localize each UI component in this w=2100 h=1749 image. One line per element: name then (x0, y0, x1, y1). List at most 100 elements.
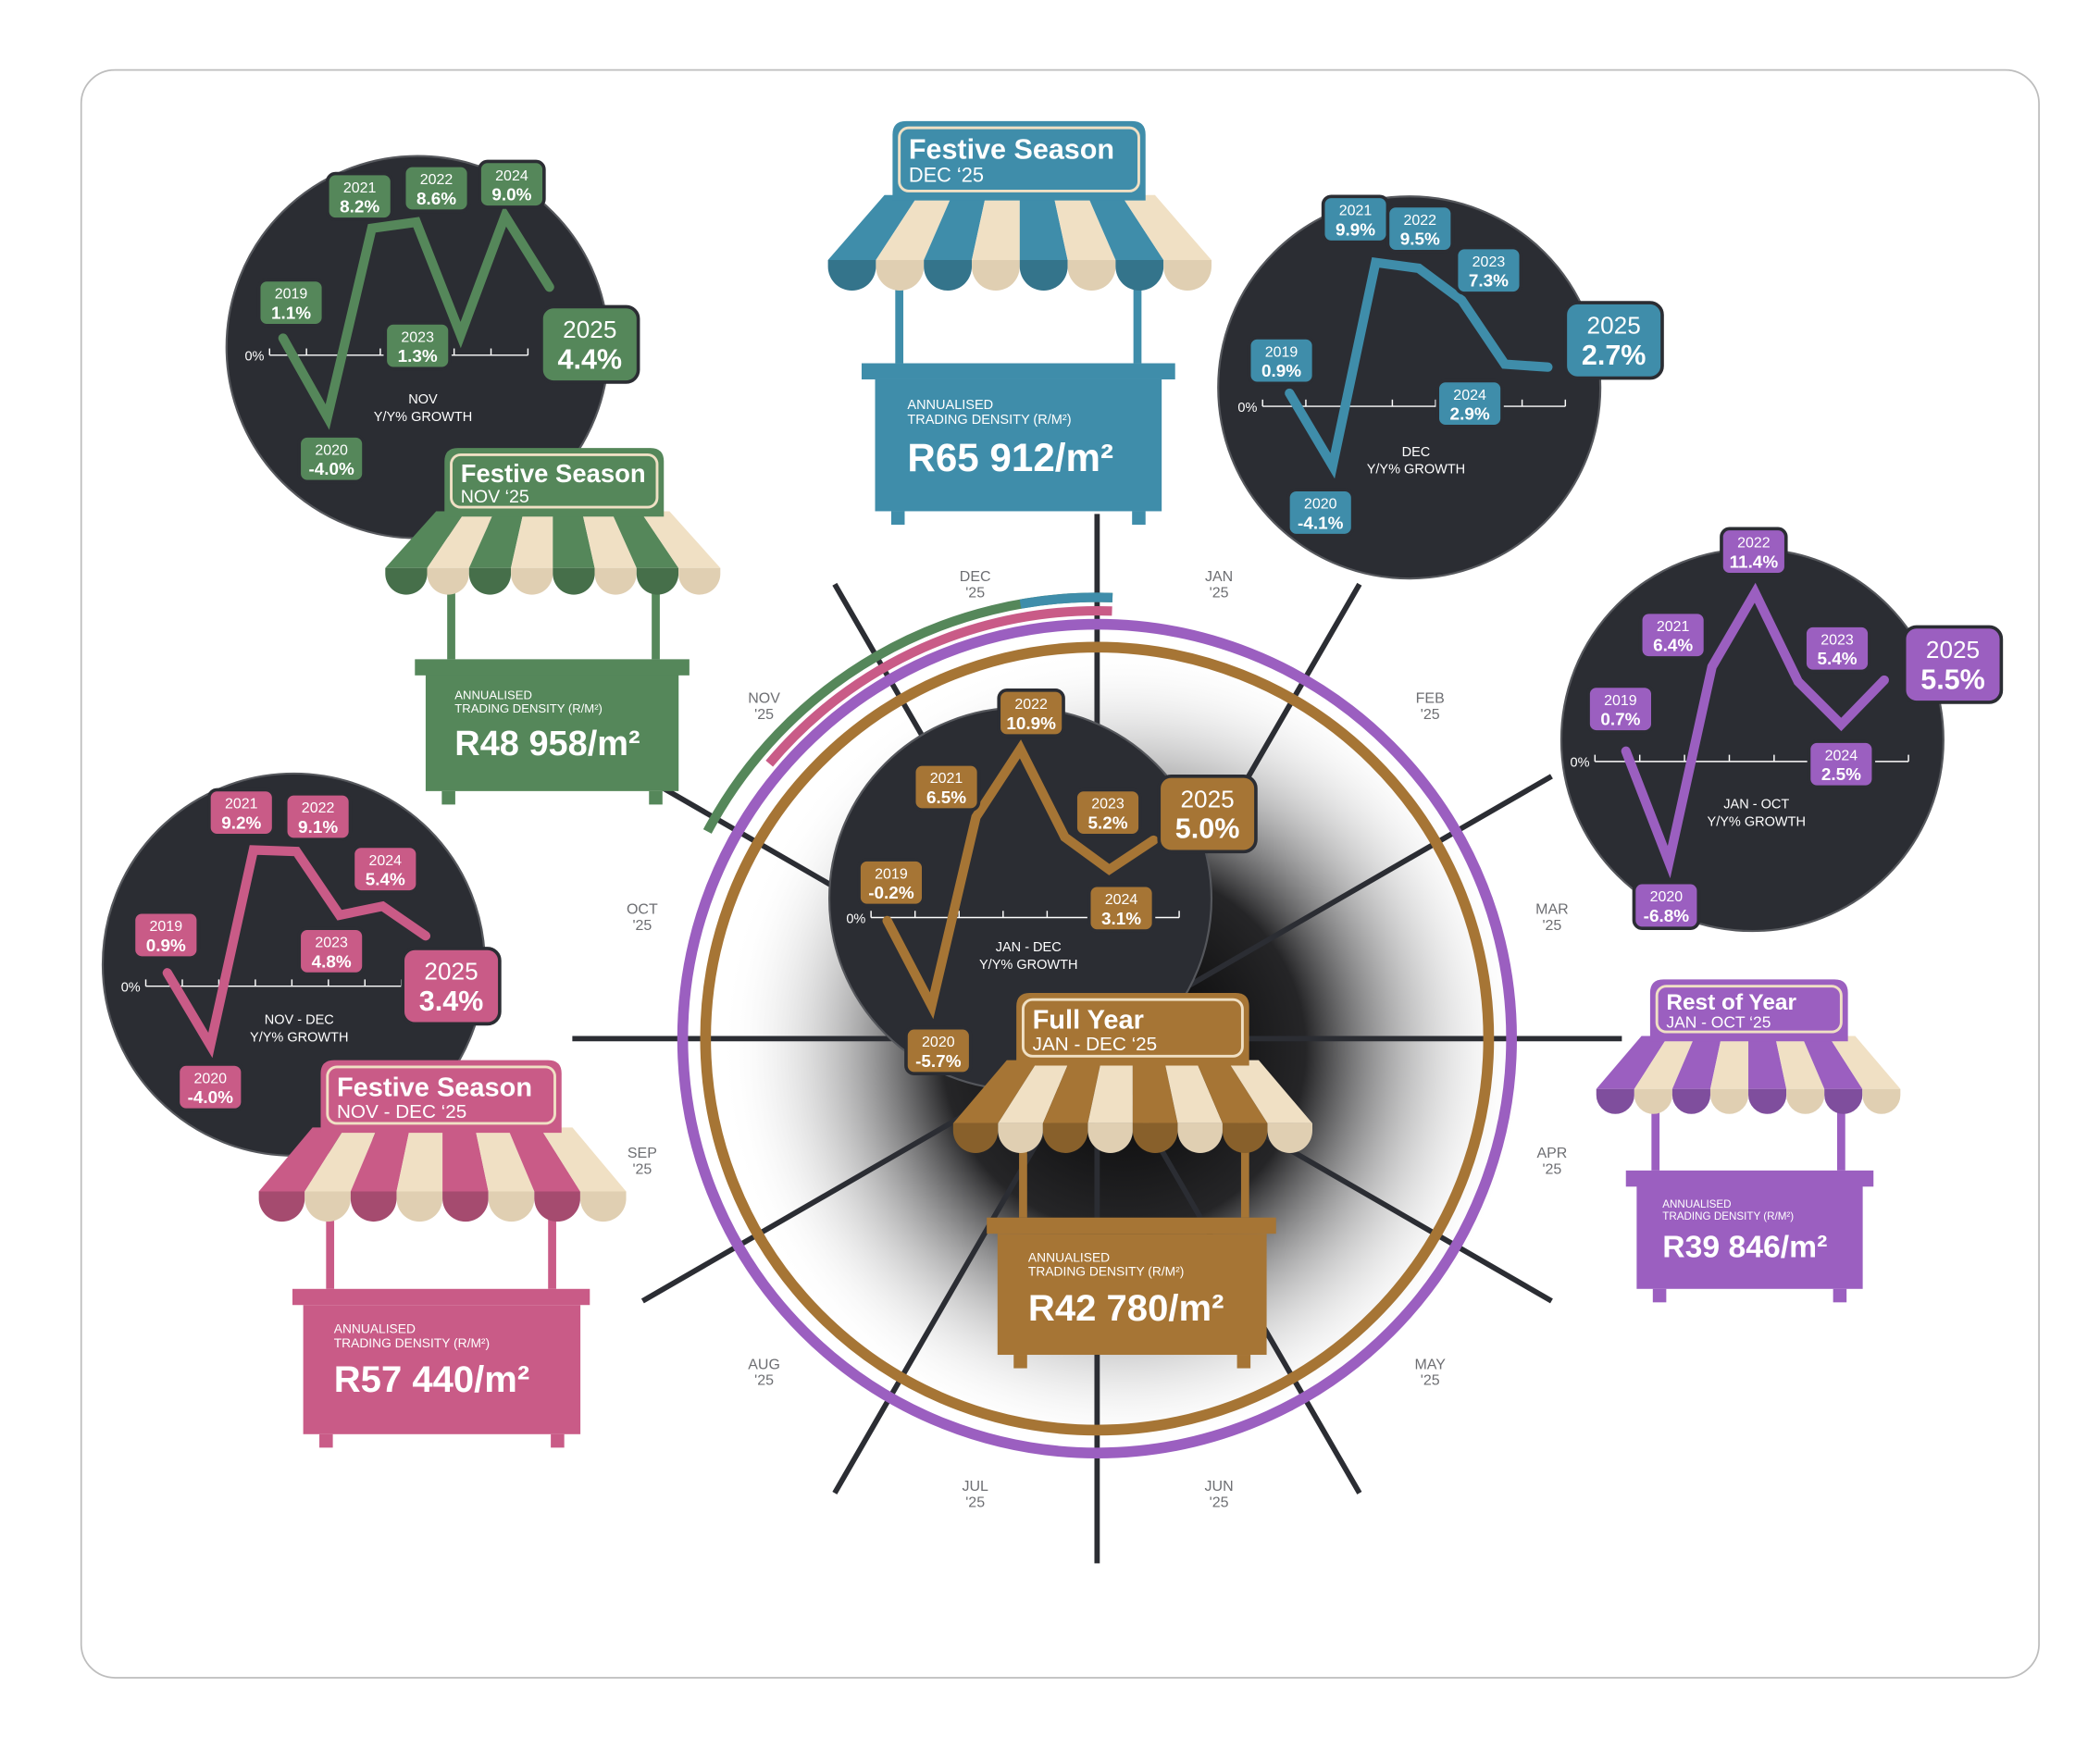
stall-foot (551, 1433, 565, 1448)
label-year: 2022 (420, 172, 454, 188)
awning-valance (1177, 1123, 1223, 1153)
label-value: 11.4% (1730, 553, 1779, 573)
awning-stripe (475, 1127, 535, 1192)
month-label: JUN (1205, 1479, 1234, 1495)
label-year: 2019 (275, 287, 308, 303)
chart-period: NOV (408, 392, 438, 407)
label-box (1720, 527, 1788, 577)
label-value: 8.6% (416, 190, 456, 209)
awning-valance (827, 259, 876, 292)
year-label: 2020-4.1% (1286, 488, 1355, 538)
awning-valance (1067, 259, 1116, 292)
month-label: MAR (1535, 902, 1569, 918)
awning-valance (1019, 259, 1068, 292)
label-year: 2024 (1105, 892, 1138, 908)
awning-valance (1042, 1123, 1088, 1153)
counter-box (875, 378, 1162, 512)
jan-oct-ring (677, 618, 1517, 1458)
label-box (904, 1025, 973, 1075)
counter-top (1625, 1170, 1874, 1187)
zero-label: 0% (846, 912, 865, 926)
nov-dec-ring (765, 605, 1112, 767)
label-value: 6.5% (926, 788, 966, 808)
awning-valance (396, 1191, 443, 1222)
awning-valance (594, 567, 637, 595)
zero-label: 0% (1571, 756, 1590, 771)
chart-period: JAN - OCT (1723, 798, 1789, 812)
awning-stripe (1195, 1060, 1268, 1123)
label-value: -6.8% (1644, 907, 1690, 926)
stall-subtitle: NOV ‘25 (461, 487, 529, 507)
awning-valance (1163, 259, 1212, 292)
label-value: 3.4% (419, 986, 484, 1017)
stall-subtitle: NOV - DEC ‘25 (337, 1101, 466, 1123)
label-year: 2024 (495, 168, 528, 184)
label-box (207, 788, 276, 837)
awning-valance (1709, 1088, 1749, 1114)
stall-post (1837, 1107, 1845, 1171)
density-label: ANNUALISED (1662, 1198, 1731, 1210)
label-year: 2024 (1825, 748, 1858, 763)
label-year: 2023 (1820, 632, 1854, 648)
month-year-label: '25 (632, 1162, 652, 1178)
label-value: 9.5% (1400, 230, 1440, 250)
label-year: 2019 (875, 866, 908, 882)
month-label: NOV (748, 691, 780, 707)
label-box (283, 791, 353, 842)
label-value: 9.0% (491, 186, 531, 205)
label-box (912, 762, 981, 812)
label-box (1247, 336, 1316, 386)
label-value: 0.9% (1261, 362, 1301, 381)
trading-density-value: R48 958/m² (454, 725, 640, 763)
label-year: 2022 (302, 800, 335, 816)
stall-post (548, 1214, 556, 1289)
awning-stripe (1087, 194, 1164, 260)
stall-foot (319, 1433, 333, 1448)
density-label: ANNUALISED (334, 1321, 416, 1336)
label-year: 2019 (150, 919, 183, 935)
awning-stripe (924, 194, 987, 260)
sign-border (326, 1065, 556, 1125)
label-box (997, 688, 1065, 738)
month-year-label: '25 (1421, 1373, 1440, 1389)
sign-border (1655, 985, 1843, 1034)
awning-stripe (1163, 1060, 1223, 1123)
label-year: 2023 (315, 936, 348, 951)
year-label: 2022 8.6% (402, 164, 471, 214)
awning-stripe (971, 194, 1020, 260)
awning-valance (1671, 1088, 1710, 1114)
awning-stripe (952, 1060, 1038, 1123)
label-year: 2025 (424, 957, 478, 985)
stall-post (447, 588, 455, 660)
label-year: 2021 (1657, 619, 1690, 635)
stall-foot (890, 511, 905, 525)
stall-subtitle: JAN - DEC ‘25 (1033, 1034, 1158, 1055)
month-year-label: '25 (1542, 918, 1561, 934)
label-value: 1.3% (398, 347, 438, 366)
awning-valance (511, 567, 553, 595)
label-value: -4.1% (1298, 514, 1344, 533)
zero-label: 0% (1237, 401, 1257, 416)
month-label: MAY (1414, 1357, 1446, 1372)
label-value: 9.2% (221, 814, 261, 834)
label-year: 2020 (922, 1035, 955, 1050)
label-year: 2025 (1587, 312, 1641, 340)
label-box (383, 321, 452, 371)
awning-valance (1824, 1088, 1863, 1114)
zero-label: 0% (121, 980, 141, 995)
